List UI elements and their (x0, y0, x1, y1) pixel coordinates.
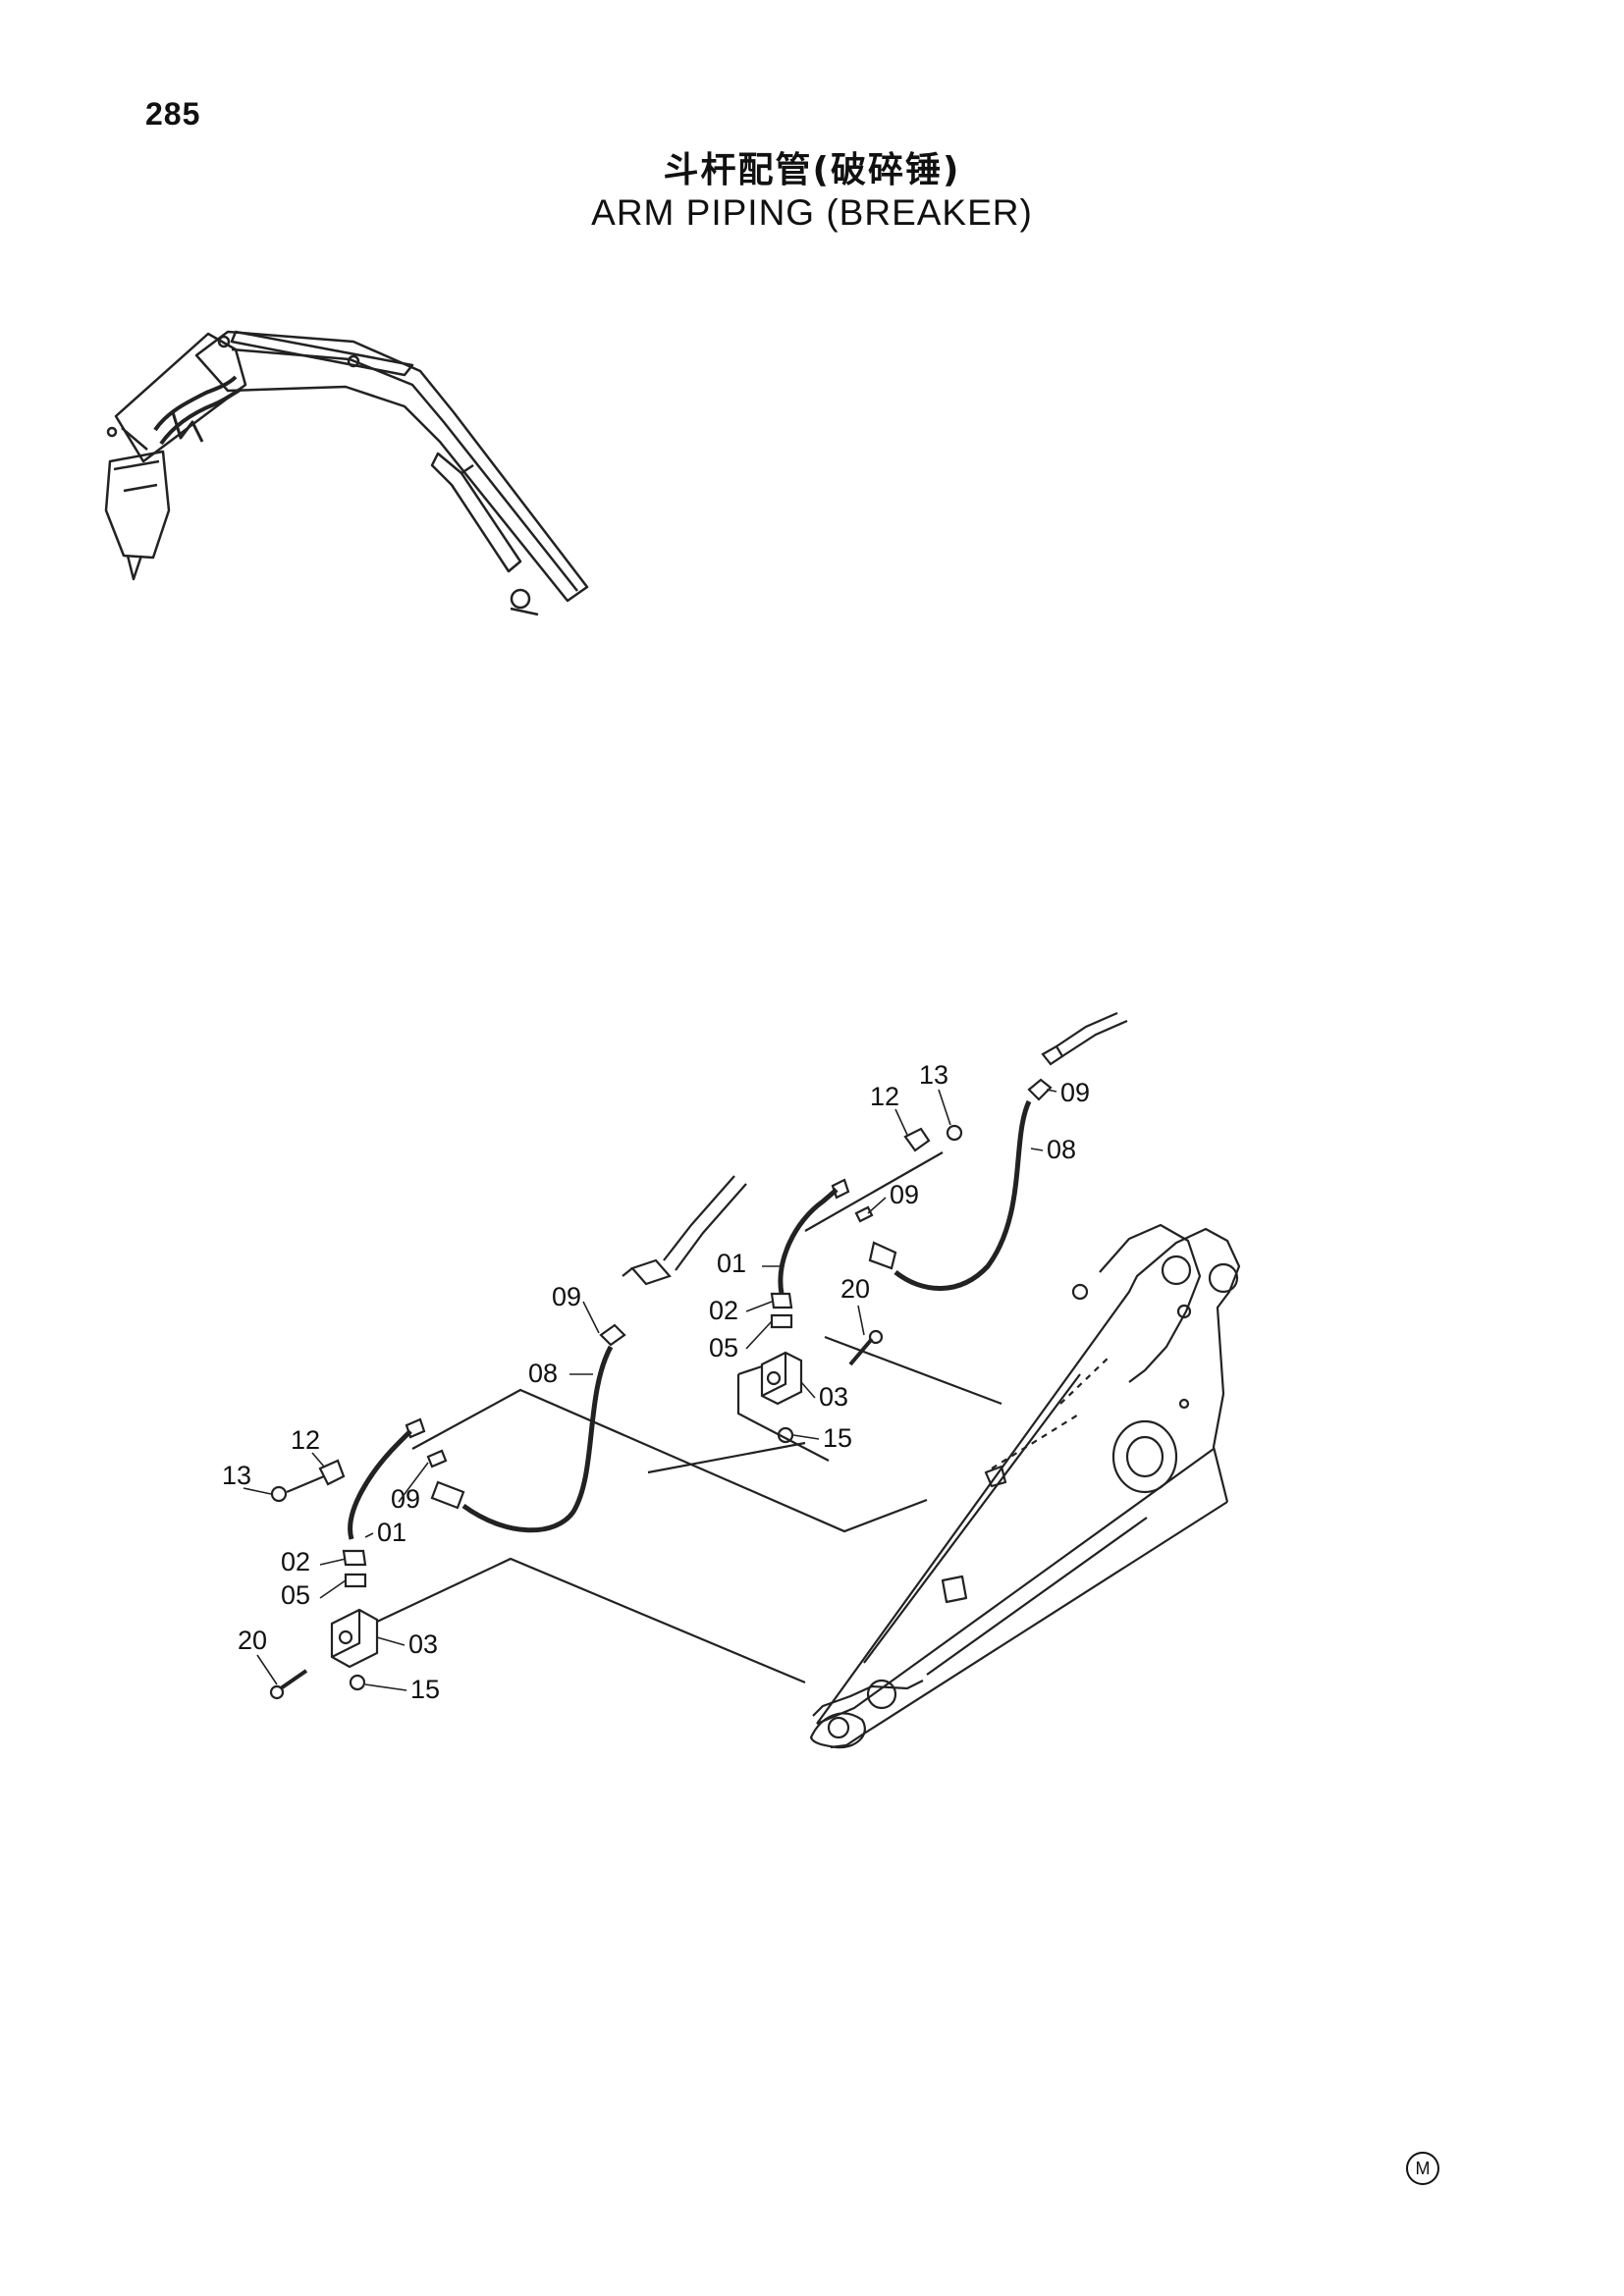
page-number: 285 (145, 96, 201, 132)
callout-09: 09 (1060, 1078, 1090, 1107)
callout-01: 01 (717, 1249, 746, 1278)
callout-15: 15 (823, 1423, 852, 1453)
callout-13: 13 (919, 1060, 948, 1090)
leader-lines (243, 1089, 1057, 1691)
title-english: ARM PIPING (BREAKER) (591, 192, 1033, 233)
upstream-pipes (622, 1011, 1128, 1286)
callout-03: 03 (408, 1629, 438, 1659)
callout-15: 15 (410, 1675, 440, 1704)
callout-09: 09 (552, 1282, 581, 1311)
callout-02: 02 (709, 1296, 738, 1325)
callout-12: 12 (870, 1082, 899, 1111)
right-group-parts (736, 1078, 1053, 1462)
callout-05: 05 (281, 1580, 310, 1610)
callout-13: 13 (222, 1461, 251, 1490)
right-group-callouts: 12 13 09 08 09 01 20 02 05 03 15 (709, 1060, 1090, 1453)
callout-20: 20 (238, 1626, 267, 1655)
callout-09: 09 (391, 1484, 420, 1514)
overview-arm-illustration (104, 330, 589, 616)
title-chinese: 斗杆配管(破碎锤) (663, 150, 961, 190)
arm-structure (809, 1223, 1241, 1749)
callout-02: 02 (281, 1547, 310, 1576)
callout-12: 12 (291, 1425, 320, 1455)
callout-09: 09 (890, 1180, 919, 1209)
callout-03: 03 (819, 1382, 848, 1412)
callout-20: 20 (840, 1274, 870, 1304)
callout-08: 08 (528, 1359, 558, 1388)
left-group-callouts: 09 08 12 13 09 01 02 05 20 03 15 (222, 1282, 581, 1704)
manual-mark: M (1406, 2152, 1439, 2185)
callout-05: 05 (709, 1333, 738, 1362)
callout-01: 01 (377, 1518, 406, 1547)
callout-08: 08 (1047, 1135, 1076, 1164)
left-group-parts (269, 1323, 928, 1700)
